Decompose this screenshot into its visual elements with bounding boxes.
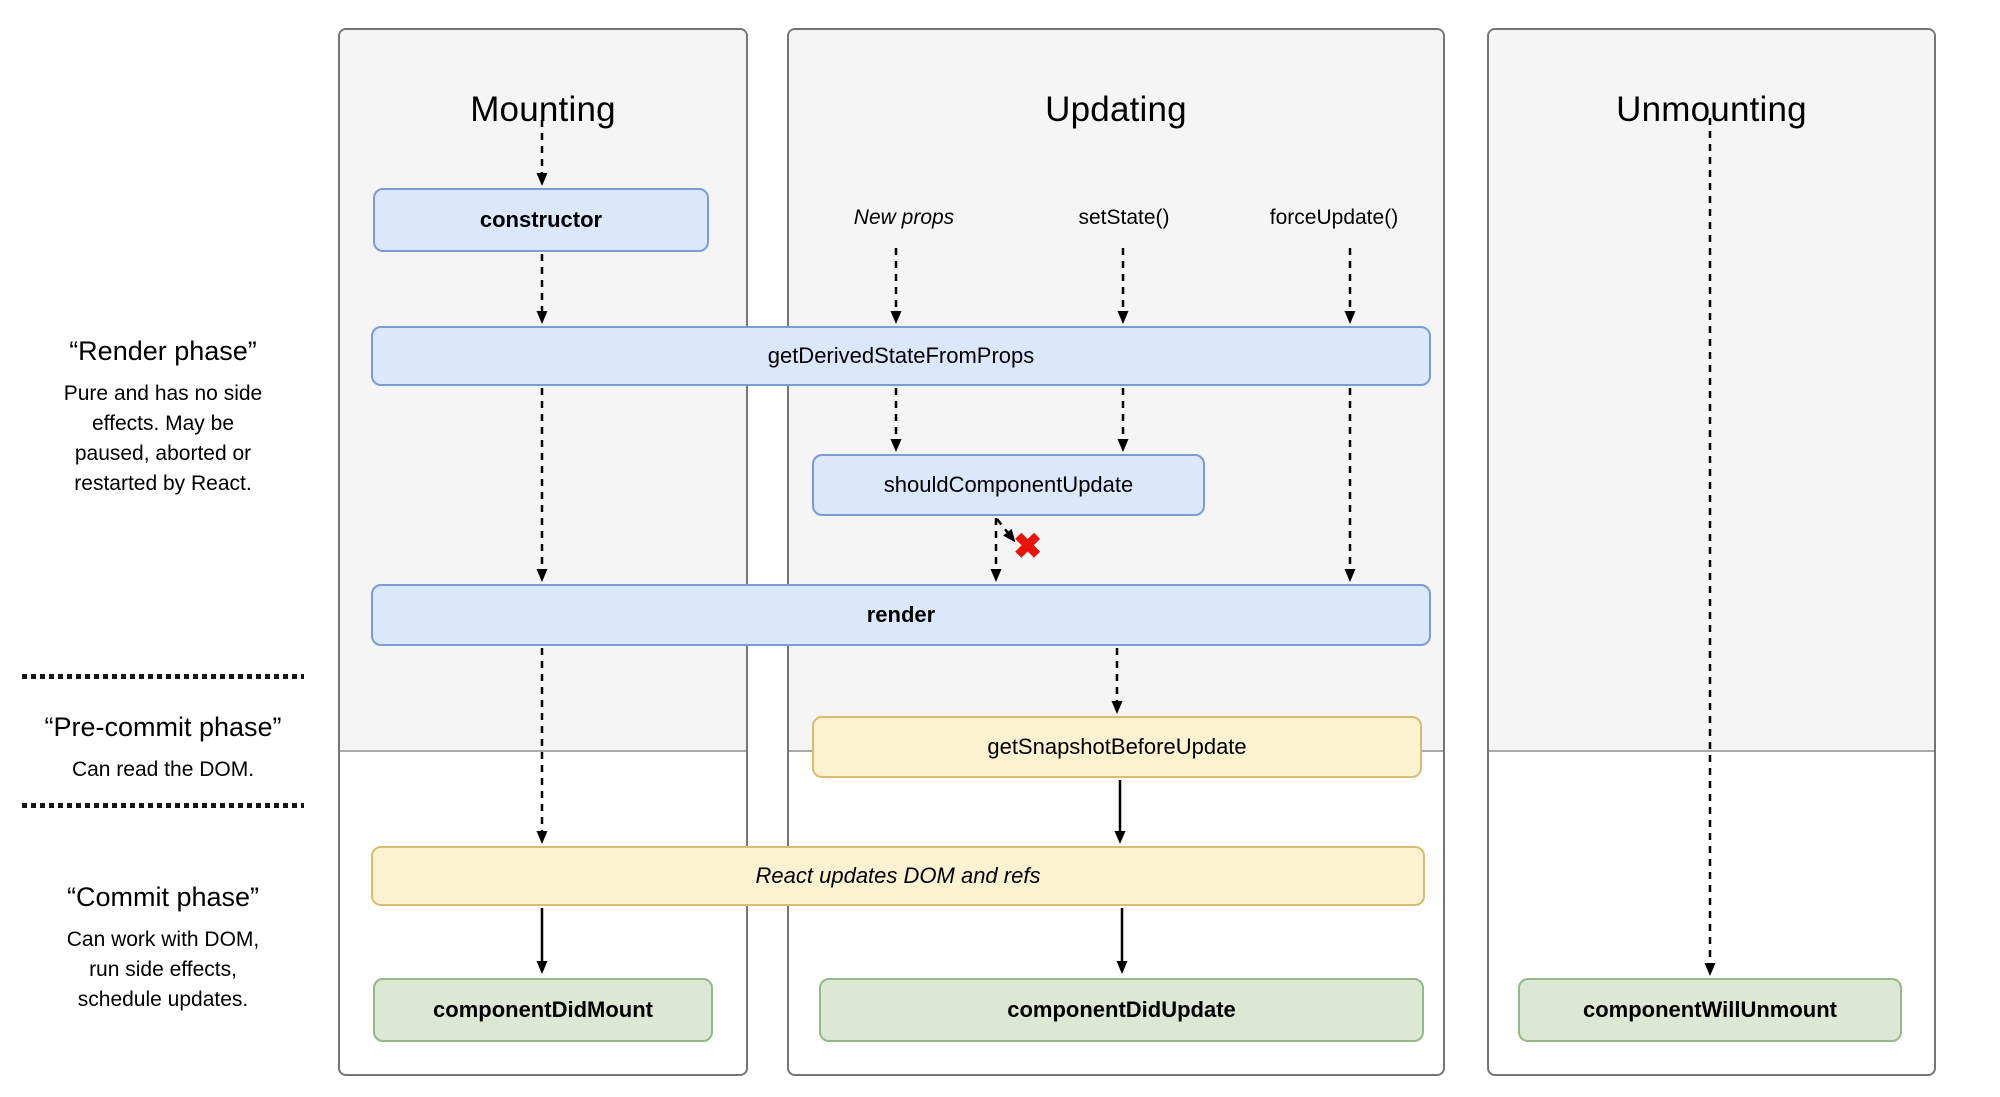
node-constructor: constructor xyxy=(373,188,709,252)
node-getsnapshotbeforeupdate: getSnapshotBeforeUpdate xyxy=(812,716,1422,778)
trigger-new-props: New props xyxy=(853,206,955,229)
phase-divider-top xyxy=(22,674,304,679)
phase-commit-description: Can work with DOM, run side effects, sch… xyxy=(66,928,260,1011)
panel-title-updating: Updating xyxy=(1045,90,1187,129)
phase-render-title: “Render phase” xyxy=(69,336,257,366)
node-componentdidupdate: componentDidUpdate xyxy=(819,978,1424,1042)
phase-commit: “Commit phase” Can work with DOM, run si… xyxy=(10,882,316,1015)
phase-commit-title: “Commit phase” xyxy=(66,882,260,912)
panel-unmounting-render-phase-region xyxy=(1489,30,1934,752)
node-react-updates-dom-and-refs: React updates DOM and refs xyxy=(371,846,1425,906)
phase-divider-bottom xyxy=(22,803,304,808)
trigger-forceupdate: forceUpdate() xyxy=(1269,206,1399,229)
panel-updating: Updating xyxy=(787,28,1445,1076)
phase-render: “Render phase” Pure and has no side effe… xyxy=(10,336,316,499)
panel-mounting: Mounting xyxy=(338,28,748,1076)
trigger-setstate: setState() xyxy=(1078,206,1170,229)
node-componentdidmount: componentDidMount xyxy=(373,978,713,1042)
panel-title-mounting: Mounting xyxy=(470,90,616,129)
phase-pre-commit-title: “Pre-commit phase” xyxy=(44,712,282,742)
phase-render-description: Pure and has no side effects. May be pau… xyxy=(63,382,263,495)
phase-pre-commit: “Pre-commit phase” Can read the DOM. xyxy=(10,712,316,785)
panel-title-unmounting: Unmounting xyxy=(1616,90,1807,129)
panel-unmounting: Unmounting xyxy=(1487,28,1936,1076)
node-componentwillunmount: componentWillUnmount xyxy=(1518,978,1902,1042)
phase-pre-commit-description: Can read the DOM. xyxy=(71,758,255,781)
skip-update-x-icon: ✖ xyxy=(1013,527,1043,566)
node-render: render xyxy=(371,584,1431,646)
node-shouldcomponentupdate: shouldComponentUpdate xyxy=(812,454,1205,516)
node-getderivedstatefromprops: getDerivedStateFromProps xyxy=(371,326,1431,386)
